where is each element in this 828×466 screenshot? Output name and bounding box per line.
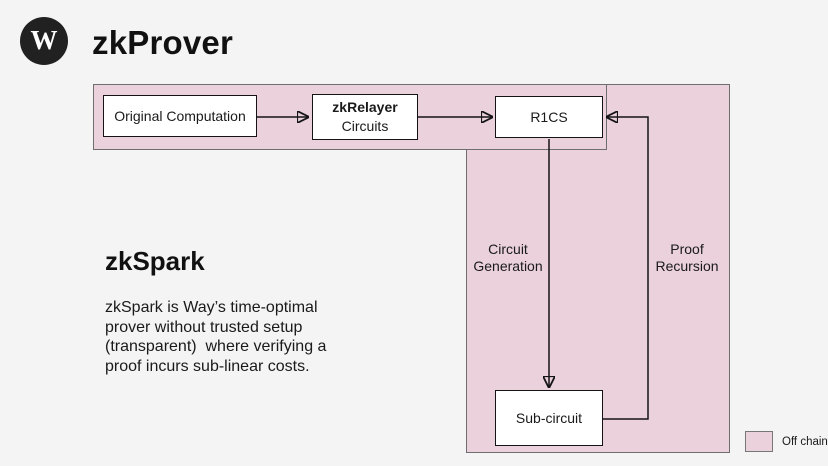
way-logo-letter: W [30,24,58,55]
label-circuit-generation: Circuit Generation [473,241,543,274]
node-subcircuit-label: Sub-circuit [515,409,583,426]
node-original-computation: Original Computation [103,95,257,137]
offchain-swatch [745,431,773,452]
node-original-computation-label: Original Computation [114,107,246,124]
node-subcircuit: Sub-circuit [495,390,603,446]
node-zkrelayer-circuits: zkRelayer Circuits [312,94,418,140]
offchain-label: Off chain [782,435,828,448]
legend-offchain: Off chain [745,431,828,452]
way-logo: W [20,17,68,65]
label-proof-recursion: Proof Recursion [655,241,719,274]
node-zkrelayer-title: zkRelayer [332,99,398,115]
node-zkrelayer-subtitle: Circuits [341,118,389,134]
node-r1cs: R1CS [495,96,603,138]
node-r1cs-label: R1CS [530,108,568,125]
page-title: zkProver [92,24,234,61]
zkspark-heading: zkSpark [105,246,205,276]
zkspark-description: zkSpark is Way’s time-optimal prover wit… [105,299,331,375]
